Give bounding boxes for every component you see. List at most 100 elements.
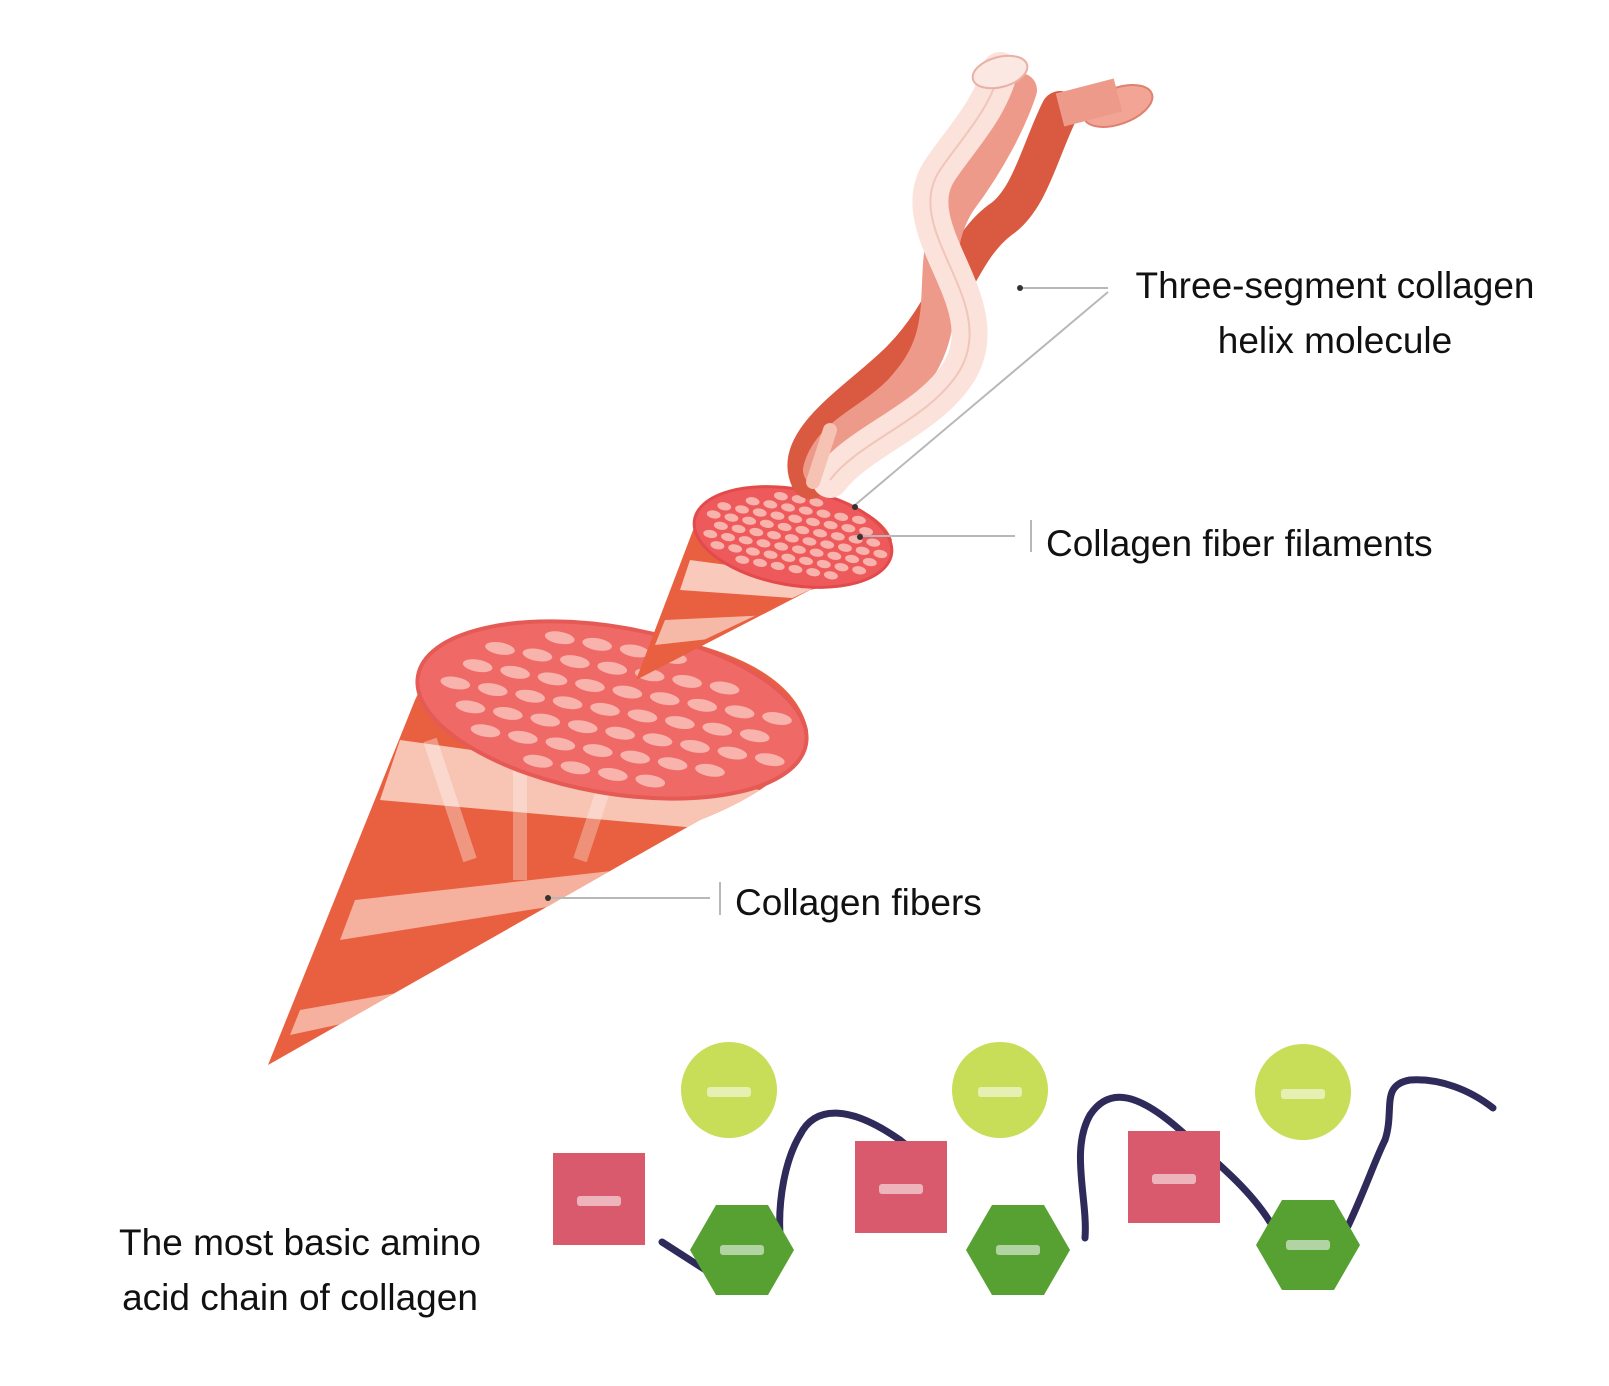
fibril-hole — [770, 511, 785, 520]
fibril-hole — [823, 571, 838, 580]
fibril-hole — [781, 503, 795, 512]
fibril-hole — [838, 543, 852, 552]
fibril-hole — [627, 709, 658, 723]
label-amino-chain-line1: The most basic amino — [119, 1222, 481, 1263]
fibril-hole — [695, 763, 725, 777]
fibril-hole — [721, 532, 735, 542]
fibril-hole — [575, 679, 605, 692]
fibril-hole — [665, 716, 695, 730]
fibril-hole — [813, 529, 827, 538]
fibril-hole — [642, 733, 673, 747]
fibril-hole — [724, 513, 739, 522]
fibril-hole — [702, 722, 733, 736]
fibril-hole — [855, 546, 870, 555]
fibril-hole — [770, 561, 785, 571]
fibril-hole — [612, 685, 643, 699]
fibril-hole — [784, 534, 799, 543]
fibril-hole — [841, 524, 856, 533]
fibril-hole — [605, 726, 635, 740]
pointer-dot-helix — [1017, 285, 1023, 291]
leader-lines — [548, 287, 1109, 915]
fibril-hole — [742, 516, 757, 525]
label-fibers: Collagen fibers — [735, 882, 982, 923]
fibril-hole — [582, 744, 613, 757]
label-amino-chain: The most basic amino acid chain of colla… — [80, 1215, 520, 1325]
fibril-hole — [859, 527, 874, 536]
fibril-hole — [763, 550, 778, 559]
label-filaments: Collagen fiber filaments — [1046, 523, 1433, 564]
fibril-hole — [703, 529, 718, 539]
fibril-hole — [523, 754, 553, 768]
chain-unit — [553, 1042, 794, 1296]
pointer-dot-filaments-1 — [852, 504, 858, 510]
square-blurred-label — [577, 1196, 621, 1206]
fibril-hole — [462, 659, 493, 673]
fibril-hole — [805, 517, 820, 527]
fibril-hole — [834, 563, 849, 572]
fibril-hole — [816, 509, 831, 518]
fibril-hole — [552, 696, 583, 710]
fibril-hole — [773, 492, 788, 501]
fibril-hole — [560, 761, 591, 775]
fibril-hole — [706, 510, 721, 519]
collagen-fiber-cone-large — [268, 619, 809, 1065]
fibril-hole — [799, 556, 813, 566]
fibril-hole — [809, 548, 824, 557]
fibril-hole — [440, 676, 471, 690]
fibril-hole — [567, 720, 598, 734]
amino-acid-chain — [553, 1042, 1497, 1296]
fibril-hole — [672, 674, 702, 688]
helix-strand-end-light — [971, 54, 1029, 90]
fibril-hole — [852, 515, 866, 525]
fibril-hole — [537, 672, 568, 686]
collagen-filament-cone-small — [636, 485, 894, 680]
fibril-hole — [788, 514, 803, 523]
label-helix-line2: helix molecule — [1217, 320, 1453, 361]
fibril-hole — [717, 746, 748, 760]
pointer-dot-filaments-2 — [857, 534, 863, 540]
fibril-hole — [545, 737, 576, 751]
fibril-hole — [777, 522, 792, 532]
fibril-hole — [756, 539, 771, 548]
fibril-hole — [728, 544, 743, 553]
fibril-hole — [582, 637, 612, 651]
fibril-hole — [530, 713, 561, 727]
fibril-hole — [493, 707, 523, 720]
fibril-hole — [470, 724, 501, 738]
fibril-hole — [806, 568, 821, 577]
hexagon-blurred-label — [1286, 1240, 1330, 1250]
fibril-hole — [802, 537, 817, 546]
fibril-hole — [823, 520, 838, 530]
circle-blurred-label — [1281, 1089, 1325, 1099]
square-blurred-label — [1152, 1174, 1196, 1184]
fibril-hole — [873, 549, 888, 559]
hexagon-blurred-label — [720, 1245, 764, 1255]
fibril-hole — [862, 557, 877, 567]
label-helix: Three-segment collagen helix molecule — [1100, 258, 1570, 368]
fibril-hole — [500, 665, 530, 679]
fibril-hole — [560, 655, 590, 669]
fibril-hole — [544, 631, 575, 645]
fibril-hole — [597, 661, 628, 675]
hexagon-blurred-label — [996, 1245, 1040, 1255]
chain-unit — [1128, 1044, 1360, 1291]
square-blurred-label — [879, 1184, 923, 1194]
fibril-hole — [759, 519, 774, 528]
fibril-hole — [809, 498, 824, 507]
fibril-hole — [781, 553, 796, 562]
fibril-hole — [635, 774, 666, 788]
circle-blurred-label — [978, 1087, 1022, 1097]
label-amino-chain-line2: acid chain of collagen — [122, 1277, 478, 1318]
fibril-hole — [477, 683, 508, 697]
fibril-hole — [767, 531, 781, 540]
fibril-hole — [791, 545, 806, 554]
fibril-hole — [590, 702, 620, 716]
fibril-hole — [749, 527, 764, 537]
fibril-hole — [866, 538, 881, 547]
fibril-hole — [739, 729, 770, 743]
fibril-hole — [455, 700, 486, 714]
fibril-hole — [795, 525, 810, 535]
fibril-holes-large — [440, 631, 792, 788]
fibril-hole — [788, 564, 803, 574]
